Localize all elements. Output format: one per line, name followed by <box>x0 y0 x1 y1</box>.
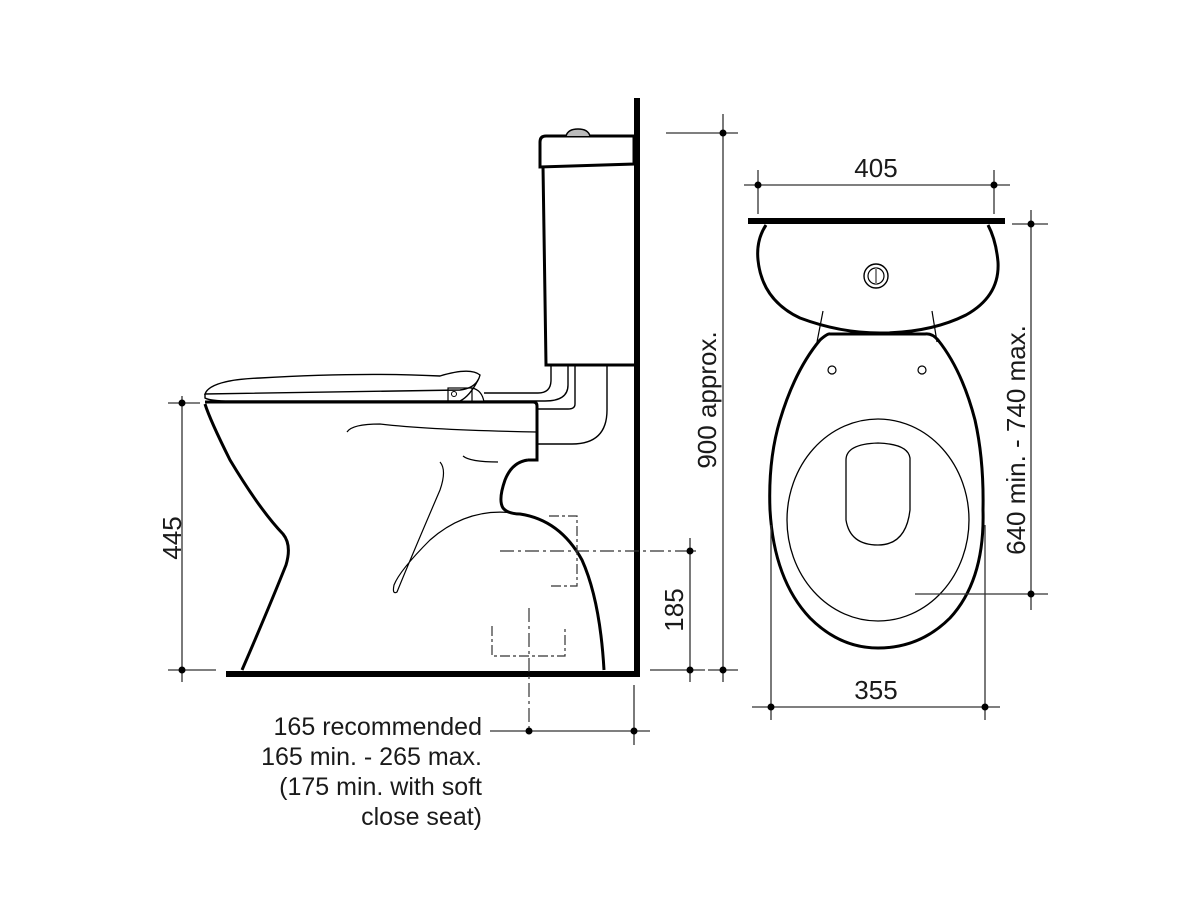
dim-dot <box>630 727 638 735</box>
dim-dot <box>990 181 998 189</box>
pan-width-label: 355 <box>854 675 897 705</box>
setout-note-line-1: 165 recommended <box>273 713 482 741</box>
setout-note-line-3: (175 min. with soft <box>279 773 482 801</box>
cistern-lid <box>538 134 636 169</box>
dim-dot <box>686 547 694 555</box>
cistern-plan <box>756 224 1000 335</box>
seat-lid <box>203 370 481 395</box>
hinge-hole-right <box>917 365 927 375</box>
bowl-rim-plan <box>786 418 970 622</box>
side-view-dimensions <box>168 114 738 745</box>
cistern-body <box>541 165 634 367</box>
flush-pipe <box>484 365 552 394</box>
dim-dot <box>1027 220 1035 228</box>
dim-dot <box>754 181 762 189</box>
dim-dot <box>525 727 533 735</box>
pan-front-profile <box>203 403 290 671</box>
seat-outline-plan <box>768 332 985 650</box>
dim-dot <box>767 703 775 711</box>
water-spot-plan <box>845 442 911 546</box>
dim-dot <box>981 703 989 711</box>
plan-view <box>748 218 1005 650</box>
cistern-width-label: 405 <box>854 153 897 183</box>
side-elevation-view <box>203 98 700 730</box>
overall-height-label: 900 approx. <box>692 331 722 468</box>
dim-dot <box>719 666 727 674</box>
hinge-block <box>471 387 485 403</box>
dim-dot <box>178 399 186 407</box>
hinge-bolt-icon <box>451 391 457 397</box>
spigot-curve <box>462 455 499 463</box>
dim-dot <box>1027 590 1035 598</box>
outlet-height-label: 185 <box>659 588 689 631</box>
pan-back-profile <box>499 458 606 671</box>
dim-dot <box>178 666 186 674</box>
dim-dot <box>719 129 727 137</box>
setout-note-line-4: close seat) <box>361 803 482 831</box>
trapway-inner <box>392 461 521 594</box>
dim-dot <box>686 666 694 674</box>
rim-channel <box>346 423 538 433</box>
pan-rim <box>205 400 539 462</box>
projection-label: 640 min. - 740 max. <box>1001 325 1031 555</box>
floor-waste-hidden <box>491 626 566 657</box>
hinge-hole-left <box>827 365 837 375</box>
flush-pipe-outer <box>484 365 569 402</box>
setout-note-line-2: 165 min. - 265 max. <box>261 743 482 771</box>
pan-neck <box>816 310 938 343</box>
setout-note: 165 recommended 165 min. - 265 max. (175… <box>162 712 482 832</box>
outlet-hidden-box <box>549 515 578 587</box>
plan-view-dimensions <box>744 170 1048 720</box>
inlet-pipe <box>538 365 576 410</box>
outlet-bend <box>538 365 608 445</box>
flush-button-icon <box>565 128 591 137</box>
flush-button-plan-icon <box>863 263 889 289</box>
seat-height-label: 445 <box>157 516 187 559</box>
